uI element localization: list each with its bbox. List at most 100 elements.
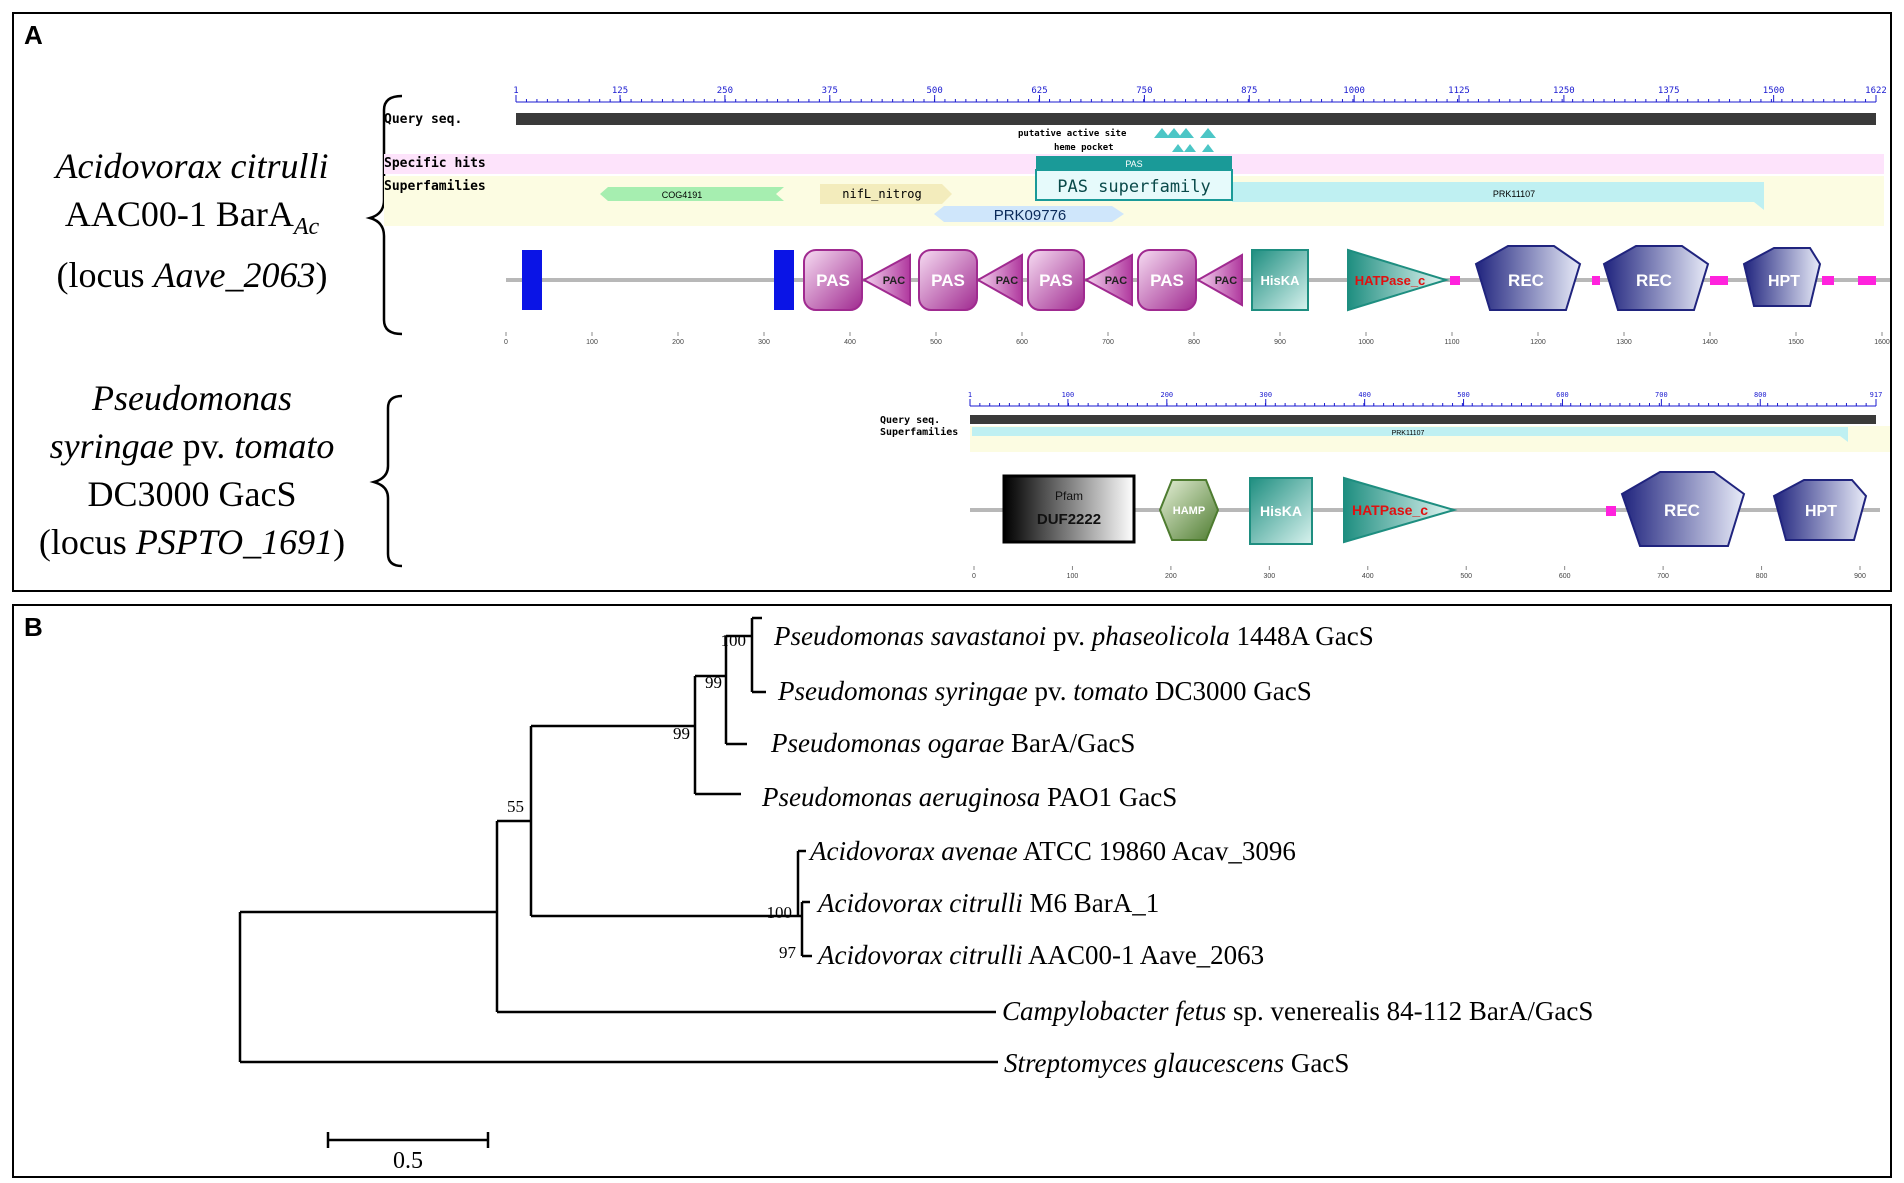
scale-tick-label: 1400 [1702, 339, 1718, 346]
domain-pac-1: PAC [861, 253, 911, 307]
tree-branches [238, 616, 998, 1148]
hit-nifl-label: nifL_nitrog [842, 187, 921, 201]
cdd1-query-bar [516, 113, 1876, 125]
organism1-subscript: Ac [293, 214, 320, 241]
ruler-tick-label: 700 [1655, 391, 1668, 399]
domain-hpt-1: HPT [1742, 247, 1822, 307]
domain-rec-2-label: REC [1636, 271, 1672, 290]
bootstrap-node99b: 99 [673, 724, 690, 743]
scale-tick-label: 600 [1016, 339, 1028, 346]
lowcomplex-5 [1858, 276, 1876, 285]
cdd2-hit-prk11107 [972, 427, 1848, 442]
pfam-label-top: Pfam [1055, 489, 1083, 503]
scale-bar-label: 0.5 [393, 1148, 423, 1174]
domain-pas-2: PAS [918, 249, 978, 311]
scale-tick-label: 200 [1165, 573, 1177, 580]
domain-pas-1: PAS [803, 249, 863, 311]
domain-pas-4-label: PAS [1150, 271, 1184, 290]
smart-panel-2: Pfam DUF2222 HAMP HisKA HATPase_c REC [970, 471, 1880, 580]
cdd1-label-specific: Specific hits [384, 156, 486, 171]
organism1-locus-prefix: (locus [56, 255, 154, 296]
ruler-tick-label: 1375 [1658, 86, 1680, 96]
domain-pas-3-label: PAS [1039, 271, 1073, 290]
pfam-label-bottom: DUF2222 [1037, 511, 1101, 528]
domain-pac-2-label: PAC [996, 275, 1018, 287]
taxon-p-ogarae: Pseudomonas ogarae BarA/GacS [770, 728, 1135, 758]
ruler-tick-label: 1622 [1865, 86, 1887, 96]
scale-tick-label: 500 [930, 339, 942, 346]
ruler-tick-label: 1125 [1448, 86, 1470, 96]
domain-hatpase-2: HATPase_c [1343, 476, 1458, 544]
bootstrap-node97: 97 [779, 943, 797, 962]
site-triangles [1154, 128, 1216, 152]
panel-a: A Acidovorax citrulli AAC00-1 BarAAc (lo… [12, 12, 1892, 592]
lowcomplex-6 [1606, 506, 1616, 516]
organism1-locus: Aave_2063 [153, 255, 316, 296]
scale-tick-label: 400 [1362, 573, 1374, 580]
ruler-tick-label: 800 [1754, 391, 1767, 399]
cdd2-label-query: Query seq. [880, 415, 940, 426]
ruler-tick-label: 250 [717, 86, 733, 96]
organism1-label: Acidovorax citrulli AAC00-1 BarAAc (locu… [22, 142, 362, 299]
taxon-a-citrulli-aac00: Acidovorax citrulli AAC00-1 Aave_2063 [816, 940, 1264, 970]
domain-hpt-1-label: HPT [1768, 273, 1800, 290]
hit-cog4191 [600, 187, 784, 201]
scale-tick-label: 1500 [1788, 339, 1804, 346]
domain-hatpase-1-label: HATPase_c [1355, 273, 1426, 288]
scale-tick-label: 0 [504, 339, 508, 346]
hit-pas-superfamily [1035, 169, 1233, 201]
taxon-p-syringae: Pseudomonas syringae pv. tomato DC3000 G… [777, 676, 1312, 706]
scale-tick-label: 900 [1274, 339, 1286, 346]
ruler-tick-label: 1250 [1553, 86, 1575, 96]
taxon-p-savastanoi: Pseudomonas savastanoi pv. phaseolicola … [773, 621, 1374, 651]
lowcomplex-4 [1822, 276, 1834, 285]
ruler-tick-label: 200 [1160, 391, 1173, 399]
bootstrap-node99a: 99 [705, 673, 722, 692]
smart-panel-1: PAS PAC PAS PAC PAS PAC [504, 245, 1890, 346]
bootstrap-node55: 55 [507, 797, 524, 816]
ruler-tick-label: 875 [1241, 86, 1257, 96]
domain-pac-3: PAC [1083, 253, 1133, 307]
domain-rec-1: REC [1474, 245, 1582, 311]
hit-cog4191-label: COG4191 [662, 190, 703, 200]
domain-pac-1-label: PAC [883, 275, 905, 287]
ruler-tick-label: 1000 [1343, 86, 1365, 96]
taxon-a-citrulli-m6: Acidovorax citrulli M6 BarA_1 [816, 888, 1159, 918]
domain-rec-1-label: REC [1508, 271, 1544, 290]
tm-segment-2 [774, 250, 794, 310]
ruler-tick-label: 100 [1062, 391, 1075, 399]
cdd1-label-query: Query seq. [384, 112, 462, 127]
lowcomplex-3 [1710, 276, 1728, 285]
scale-tick-label: 1100 [1444, 339, 1459, 346]
site-heme-label: heme pocket [1054, 143, 1114, 153]
bootstrap-node100a: 100 [721, 631, 747, 650]
domain-pfam-duf2222: Pfam DUF2222 [1002, 474, 1136, 544]
brace-organism1 [365, 94, 403, 336]
scale-tick-label: 500 [1460, 573, 1472, 580]
hit-prk11107-label: PRK11107 [1493, 189, 1535, 199]
domain-pac-4-label: PAC [1215, 275, 1237, 287]
ruler-tick-label: 125 [612, 86, 628, 96]
brace-organism2 [369, 394, 403, 568]
scale-tick-label: 800 [1756, 573, 1768, 580]
organism1-strain: AAC00-1 BarA [64, 194, 294, 234]
ruler-tick-label: 750 [1136, 86, 1152, 96]
scale-tick-label: 300 [758, 339, 770, 346]
scale-tick-label: 1600 [1874, 339, 1890, 346]
domain-hiska-1-label: HisKA [1260, 273, 1300, 288]
domain-pas-3: PAS [1027, 249, 1085, 311]
cdd2-hit-label: PRK11107 [1392, 430, 1425, 437]
hit-prk09776-label: PRK09776 [994, 207, 1067, 224]
hit-prk11107 [1232, 182, 1764, 210]
ruler-tick-label: 1 [513, 86, 518, 96]
hit-pas-superfamily-label: PAS superfamily [1057, 177, 1211, 197]
domain-hamp-label: HAMP [1173, 505, 1205, 517]
domain-pac-4: PAC [1195, 253, 1243, 307]
tm-segment-1 [522, 250, 542, 310]
scale-tick-label: 1300 [1616, 339, 1632, 346]
